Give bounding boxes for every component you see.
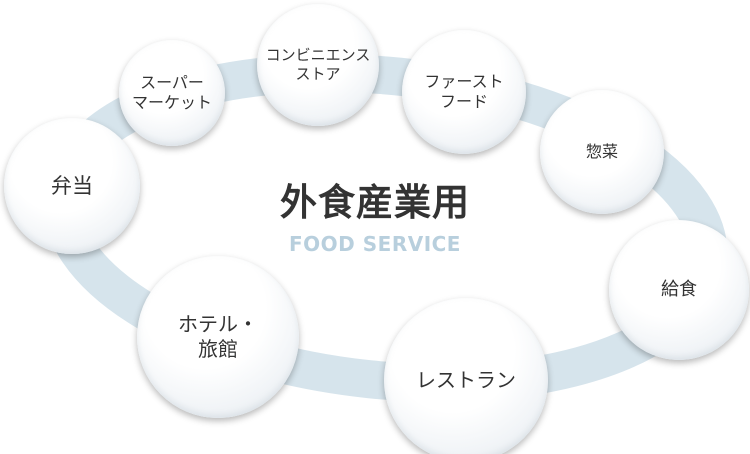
node-label: 惣菜 bbox=[585, 142, 618, 161]
node-fast-food: ファースト フード bbox=[402, 30, 526, 154]
node-label: ホテル・ 旅館 bbox=[178, 312, 258, 361]
node-restaurant: レストラン bbox=[384, 298, 548, 454]
node-hotel-ryokan: ホテル・ 旅館 bbox=[137, 256, 299, 418]
node-convenience-store: コンビニエンス ストア bbox=[257, 4, 379, 126]
node-label: スーパー マーケット bbox=[131, 73, 212, 112]
node-sozai: 惣菜 bbox=[540, 90, 664, 214]
node-label: ファースト フード bbox=[424, 72, 504, 111]
node-bento: 弁当 bbox=[4, 118, 140, 254]
node-label: 弁当 bbox=[51, 174, 93, 198]
node-label: コンビニエンス ストア bbox=[265, 46, 371, 83]
center-title: 外食産業用 bbox=[280, 181, 470, 224]
node-label: レストラン bbox=[416, 367, 516, 392]
node-label: 給食 bbox=[661, 279, 697, 300]
node-supermarket: スーパー マーケット bbox=[119, 40, 225, 146]
center-subtitle: FOOD SERVICE bbox=[289, 232, 461, 256]
node-kyushoku: 給食 bbox=[609, 220, 749, 360]
